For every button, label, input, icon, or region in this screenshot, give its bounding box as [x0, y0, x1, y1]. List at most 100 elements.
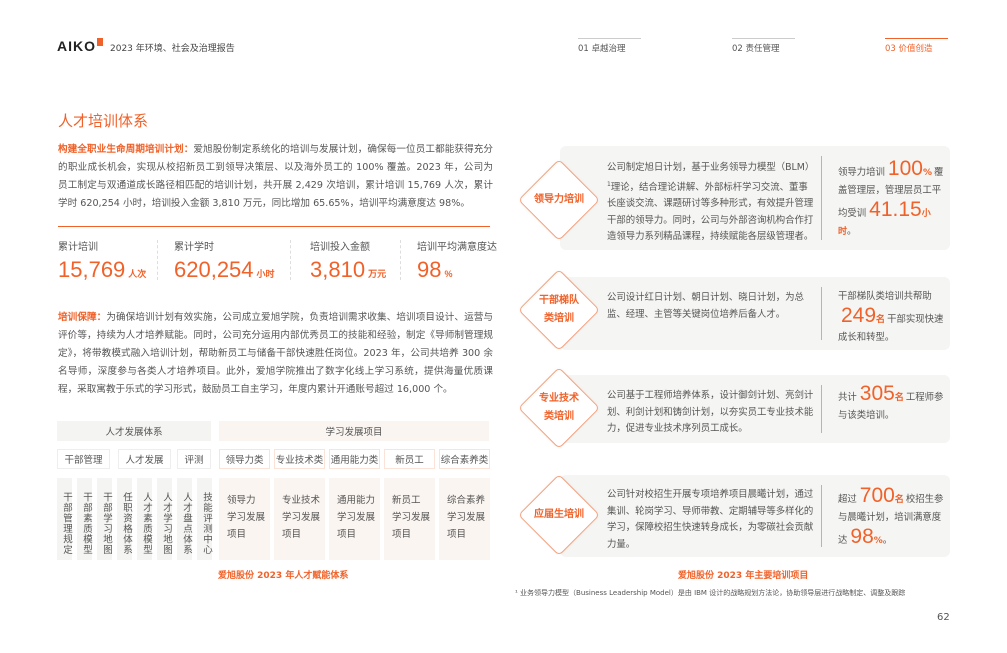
stat-unit: 人次	[128, 269, 147, 279]
highlight-unit: 名	[894, 495, 904, 505]
highlight-unit: 名	[876, 315, 886, 325]
nav-responsibility[interactable]: 02 责任管理	[732, 38, 795, 54]
left-item: 人才学习地图	[157, 478, 172, 560]
right-group-4: 综合素养类	[439, 449, 490, 469]
stat-divider	[157, 240, 158, 280]
footnote-ref: 1	[607, 180, 611, 188]
left-group-1: 人才发展	[118, 449, 171, 469]
guarantee-label: 培训保障：	[58, 312, 107, 323]
stat-unit: 小时	[256, 269, 275, 279]
highlight-number: 700	[859, 484, 895, 507]
right-item-line: 综合素养	[447, 495, 486, 506]
highlight-number: 41.15	[869, 198, 922, 221]
highlight-text: 覆盖管理层，管理层员工平均受训	[838, 167, 944, 219]
right-item: 综合素养学习发展项目	[439, 478, 490, 560]
right-item-line: 学习发展	[227, 512, 266, 523]
right-item-line: 通用能力	[337, 495, 376, 506]
nav-value-creation[interactable]: 03 价值创造	[885, 38, 948, 54]
program-divider	[821, 156, 822, 240]
highlight-text: 干部梯队类培训共帮助	[838, 291, 932, 302]
right-item-line: 新员工	[392, 495, 421, 506]
stat-label: 培训投入金额	[310, 242, 370, 253]
report-title: 2023 年环境、社会及治理报告	[110, 44, 235, 54]
right-item: 专业技术学习发展项目	[274, 478, 325, 560]
stat-label: 累计学时	[174, 242, 214, 253]
logo-mark	[97, 38, 103, 46]
right-item: 领导力学习发展项目	[219, 478, 270, 560]
desc-text: 理论，结合理论讲解、外部标杆学习交流、董事长座谈交流、课题研讨等多种形式，有效提…	[607, 181, 814, 243]
left-item: 任职资格体系	[117, 478, 132, 560]
nav-governance[interactable]: 01 卓越治理	[578, 38, 641, 54]
highlight-text: 共计	[838, 392, 857, 403]
program-divider	[821, 287, 822, 340]
left-item: 干部管理规定	[57, 478, 72, 560]
left-item: 人才盘点体系	[177, 478, 192, 560]
right-group-2: 通用能力类	[329, 449, 380, 469]
highlight-text: 超过	[838, 494, 857, 505]
highlight-number: 98	[850, 525, 874, 548]
desc-text: 公司制定旭日计划，基于业务领导力模型（BLM）	[607, 162, 815, 173]
right-group-3: 新员工	[384, 449, 435, 469]
right-item-line: 项目	[337, 529, 357, 540]
stat-value: 620,254	[174, 257, 254, 282]
right-item-line: 学习发展	[447, 512, 486, 523]
program-description: 公司基于工程师培养体系，设计御剑计划、亮剑计划、利剑计划和铸剑计划，以夯实员工专…	[607, 388, 817, 438]
diagram-caption: 爱旭股份 2023 年人才赋能体系	[218, 571, 349, 581]
left-group-0: 干部管理	[57, 449, 110, 469]
right-item-line: 学习发展	[392, 512, 431, 523]
left-group-2: 评测	[177, 449, 211, 469]
desc-text: 公司基于工程师培养体系，设计御剑计划、亮剑计划、利剑计划和铸剑计划，以夯实员工专…	[607, 390, 814, 434]
highlight-number: 305	[859, 382, 895, 405]
stat-label: 累计培训	[58, 242, 98, 253]
program-highlight: 干部梯队类培训共帮助 249名干部实现快速成长和转型。	[838, 288, 946, 346]
program-description: 公司针对校招生开展专项培养项目晨曦计划，通过集训、轮岗学习、导师带教、定期辅导等…	[607, 487, 817, 553]
right-item-line: 学习发展	[337, 512, 376, 523]
program-name-line: 专业技术	[539, 393, 579, 404]
logo-text: AIKO	[57, 38, 96, 54]
highlight-text: 。	[847, 226, 857, 237]
highlight-unit: %	[922, 168, 932, 178]
highlight-unit: 小时	[838, 209, 931, 237]
highlight-number: 249	[841, 304, 877, 327]
left-item: 干部学习地图	[97, 478, 112, 560]
program-description: 公司设计红日计划、朝日计划、晓日计划，为总监、经理、主管等关键岗位培养后备人才。	[607, 290, 817, 323]
program-card	[560, 375, 950, 443]
intro-label: 构建全职业生命周期培训计划：	[58, 144, 194, 155]
program-divider	[821, 485, 822, 547]
page-number: 62	[937, 612, 950, 623]
left-item: 技能评测中心	[197, 478, 212, 560]
stat-unit: 万元	[368, 269, 387, 279]
guarantee-text: 为确保培训计划有效实施，公司成立爱旭学院，负责培训需求收集、培训项目设计、运营与…	[58, 312, 494, 395]
highlight-number: 100	[887, 157, 923, 180]
stat-unit: %	[444, 269, 453, 279]
highlight-text: 。	[882, 535, 893, 546]
program-card	[560, 475, 950, 557]
right-item-line: 项目	[447, 529, 467, 540]
programs-caption: 爱旭股份 2023 年主要培训项目	[678, 571, 809, 581]
left-item: 人才素质模型	[137, 478, 152, 560]
divider	[58, 226, 490, 227]
program-name: 干部梯队类培训	[514, 292, 604, 328]
highlight-text: 干部实现快速成长和转型。	[838, 314, 944, 343]
desc-text: 公司设计红日计划、朝日计划、晓日计划，为总监、经理、主管等关键岗位培养后备人才。	[607, 292, 804, 320]
intro-text: 爱旭股份制定系统化的培训与发展计划，确保每一位员工都能获得充分的职业成长机会，实…	[58, 144, 494, 209]
right-group-1: 专业技术类	[274, 449, 325, 469]
right-item: 新员工学习发展项目	[384, 478, 435, 560]
program-name: 应届生培训	[534, 509, 584, 520]
highlight-unit: 名	[894, 393, 904, 403]
right-item-line: 项目	[227, 529, 247, 540]
left-header: 人才发展体系	[57, 421, 211, 441]
program-description: 公司制定旭日计划，基于业务领导力模型（BLM） 1理论，结合理论讲解、外部标杆学习…	[607, 160, 817, 246]
program-card	[560, 146, 950, 250]
right-item-line: 学习发展	[282, 512, 321, 523]
guarantee-paragraph: 培训保障：为确保培训计划有效实施，公司成立爱旭学院，负责培训需求收集、培训项目设…	[58, 309, 493, 399]
page-title: 人才培训体系	[58, 112, 149, 130]
stat-divider	[290, 240, 291, 280]
desc-text: 公司针对校招生开展专项培养项目晨曦计划，通过集训、轮岗学习、导师带教、定期辅导等…	[607, 489, 814, 550]
left-item: 干部素质模型	[77, 478, 92, 560]
right-item-line: 专业技术	[282, 495, 321, 506]
